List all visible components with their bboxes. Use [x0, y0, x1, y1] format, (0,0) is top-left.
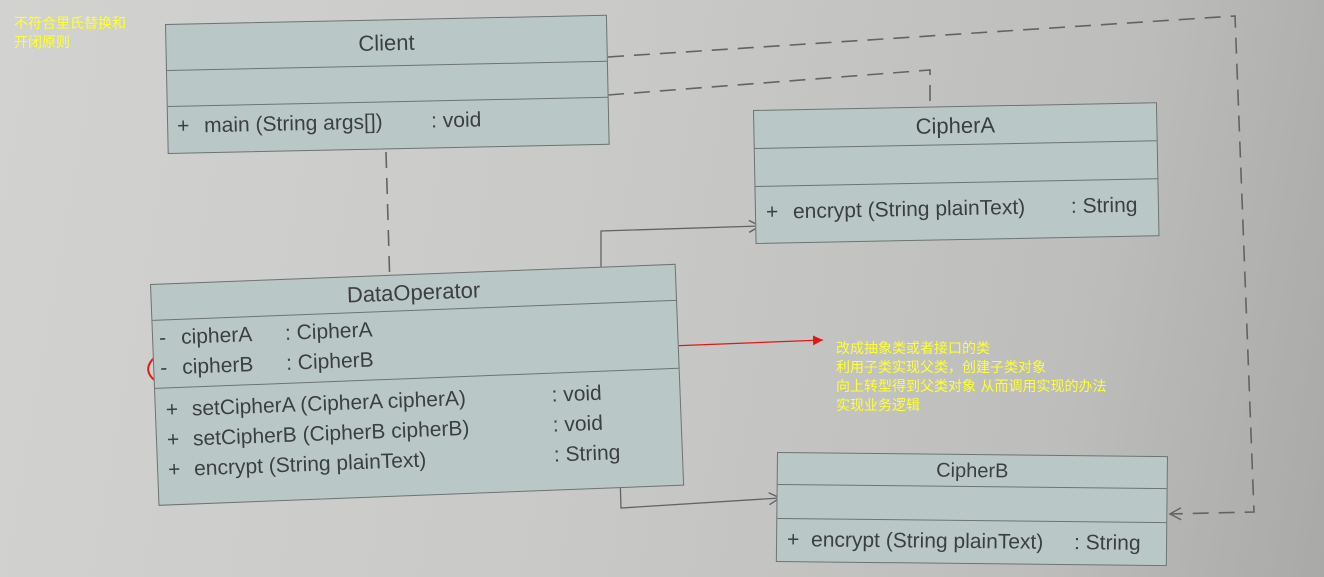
operation-return-type: : void: [551, 381, 603, 407]
attribute-name: cipherB: [181, 353, 254, 379]
operation-signature: encrypt (String plainText): [810, 528, 1044, 554]
operation-visibility: +: [765, 200, 779, 224]
annotation-line: 实现业务逻辑: [836, 398, 920, 414]
annotation-line: 开闭原则: [14, 35, 70, 51]
attribute-visibility: -: [158, 326, 167, 350]
operation-row: + main (String args[]) : void: [168, 106, 608, 143]
operation-visibility: +: [166, 428, 180, 452]
operation-return-type: : void: [552, 411, 604, 437]
dependency-client-cipherb: [607, 15, 1255, 521]
annotation-line: 利用子类实现父类，创建子类对象: [836, 360, 1046, 376]
class-dataoperator: DataOperator - cipherA : CipherA - ciphe…: [150, 263, 685, 506]
operation-signature: encrypt (String plainText): [792, 195, 1026, 224]
class-dataoperator-operations: + setCipherA (CipherA cipherA) : void + …: [155, 369, 682, 489]
operation-visibility: +: [176, 114, 190, 138]
attribute-visibility: -: [159, 356, 168, 380]
annotation-line: 改成抽象类或者接口的类: [836, 341, 990, 357]
dependency-client-dataoperator: [383, 151, 397, 290]
annotation-top-left: 不符合里氏替换和 开闭原则: [14, 15, 126, 53]
operation-visibility: +: [165, 398, 179, 422]
class-ciphera: CipherA + encrypt (String plainText) : S…: [753, 102, 1160, 244]
operation-signature: main (String args[]): [203, 110, 383, 138]
class-ciphera-operations: + encrypt (String plainText) : String: [755, 179, 1158, 229]
operation-visibility: +: [786, 528, 800, 552]
class-cipherb: CipherB + encrypt (String plainText) : S…: [775, 452, 1168, 567]
attribute-type: : CipherB: [285, 348, 375, 375]
annotation-line: 向上转型得到父类对象 从而调用实现的办法: [836, 379, 1107, 395]
annotation-right: 改成抽象类或者接口的类 利用子类实现父类，创建子类对象 向上转型得到父类对象 从…: [836, 340, 1106, 416]
annotation-line: 不符合里氏替换和: [14, 16, 126, 32]
operation-return-type: : void: [430, 108, 482, 133]
operation-return-type: : String: [1073, 531, 1141, 555]
class-cipherb-operations: + encrypt (String plainText) : String: [777, 519, 1166, 560]
operation-signature: setCipherA (CipherA cipherA): [191, 386, 467, 421]
class-cipherb-attributes: [777, 485, 1167, 524]
operation-row: + encrypt (String plainText) : String: [756, 193, 1158, 229]
attribute-type: : CipherA: [284, 318, 373, 345]
class-cipherb-name: CipherB: [777, 453, 1167, 490]
operation-visibility: +: [167, 457, 181, 482]
operation-return-type: : String: [1070, 193, 1138, 218]
operation-return-type: : String: [553, 441, 621, 467]
class-client: Client + main (String args[]) : void: [165, 14, 610, 154]
attribute-name: cipherA: [180, 323, 253, 349]
operation-row: + encrypt (String plainText) : String: [777, 528, 1166, 560]
